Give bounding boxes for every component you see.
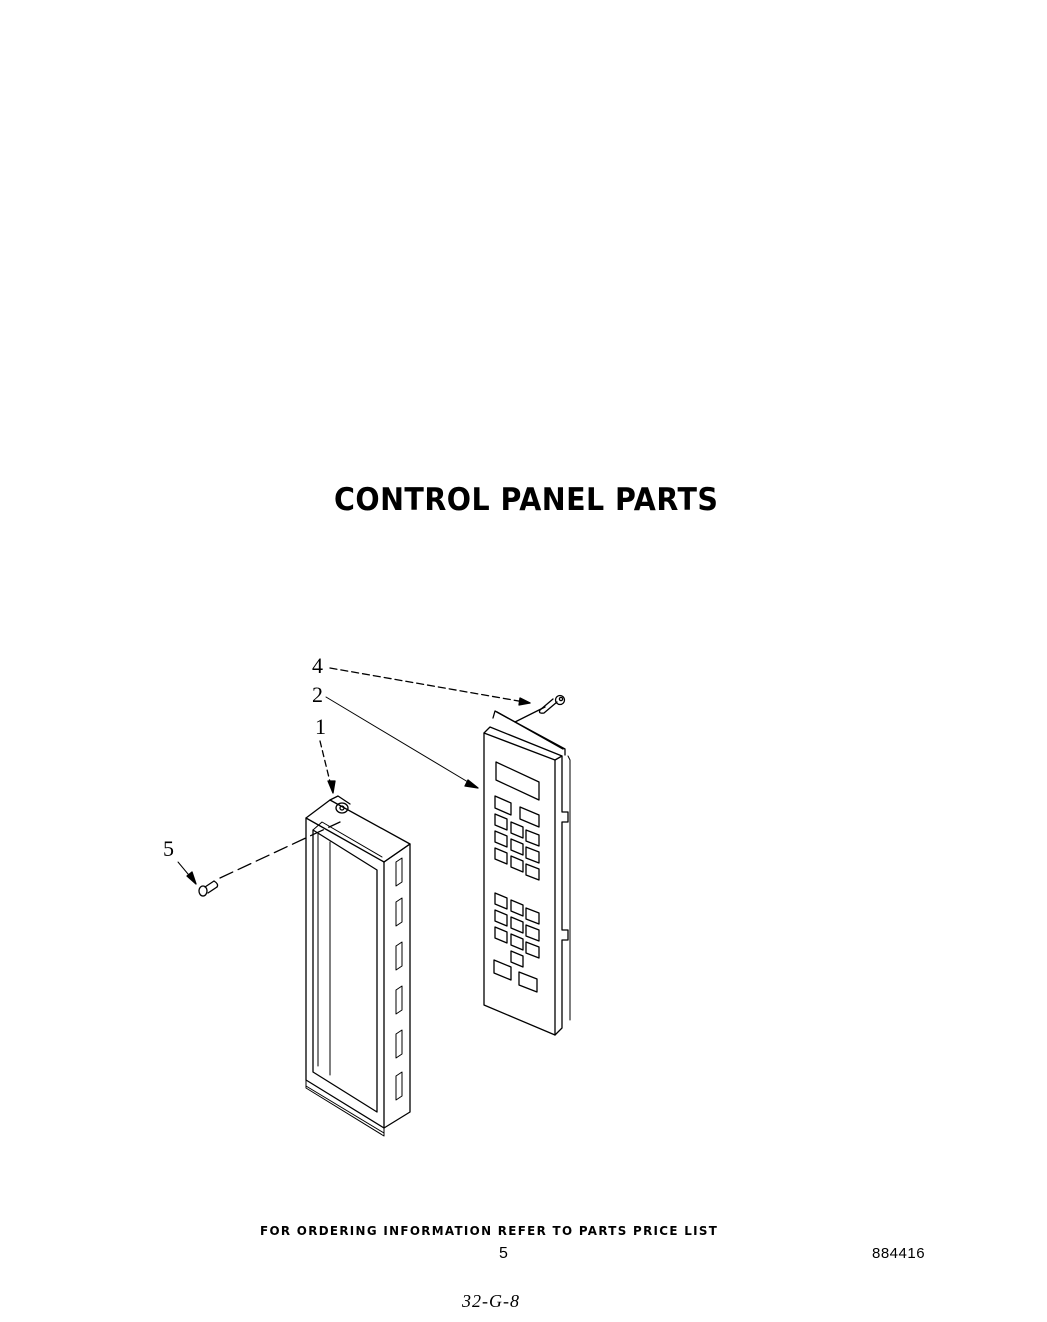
ordering-info-note: FOR ORDERING INFORMATION REFER TO PARTS … [260,1223,719,1238]
control-panel-frame [305,795,411,1137]
callout-5: 5 [163,836,174,861]
leader-line-1 [319,740,336,794]
screw-5 [198,880,219,897]
control-panel-keypad [483,710,571,1036]
callout-4: 4 [312,653,323,678]
callout-2: 2 [312,682,323,707]
document-number: 884416 [872,1245,926,1262]
leader-line-5 [177,861,197,885]
handwritten-code: 32-G-8 [462,1291,520,1311]
callout-1: 1 [315,714,326,739]
screw-4 [538,694,566,714]
page-title: CONTROL PANEL PARTS [334,482,719,518]
leader-line-2 [325,696,479,789]
leader-line-4 [329,667,531,706]
page-number: 5 [499,1245,508,1262]
